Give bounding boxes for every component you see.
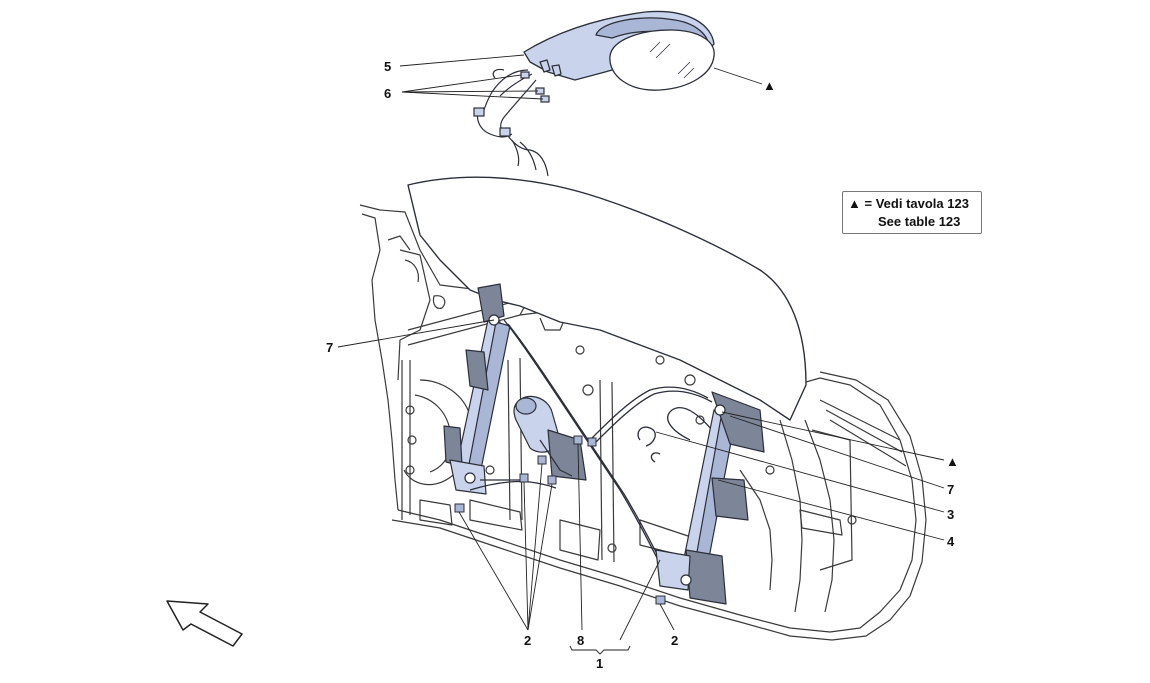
- front-window-regulator: [443, 283, 529, 495]
- triangle-icon: ▲: [848, 196, 861, 211]
- callout-8: 8: [577, 633, 584, 648]
- mirror-assembly: [523, 10, 715, 91]
- callout-labels: 5 6 ▲ 7 ▲ 7 3 4 2 8 2 1: [326, 59, 959, 671]
- triangle-reference-right: ▲: [946, 454, 959, 469]
- legend-equals: =: [864, 196, 873, 211]
- callout-2-right: 2: [671, 633, 678, 648]
- legend-line-2: See table 123: [878, 214, 960, 229]
- callout-4: 4: [947, 534, 955, 549]
- callout-2-left: 2: [524, 633, 531, 648]
- callout-1: 1: [596, 656, 603, 671]
- legend-line-1: ▲ = Vedi tavola 123: [848, 196, 969, 211]
- callout-7-right: 7: [947, 482, 954, 497]
- callout-3: 3: [947, 507, 954, 522]
- leader-lines: [337, 54, 945, 655]
- legend-box: ▲ = Vedi tavola 123 See table 123: [842, 191, 982, 234]
- callout-6: 6: [384, 86, 391, 101]
- triangle-reference-mirror: ▲: [763, 78, 776, 93]
- window-glass: [407, 176, 807, 421]
- mirror-wiring-harness: [473, 68, 550, 177]
- callout-7-left: 7: [326, 340, 333, 355]
- door-frame: [359, 204, 927, 641]
- callout-5: 5: [384, 59, 391, 74]
- legend-italian-text: Vedi tavola 123: [875, 196, 969, 211]
- outline-arrow-icon: [166, 600, 243, 647]
- rear-window-regulator: [655, 391, 765, 605]
- legend-english-text: See table 123: [878, 214, 961, 229]
- screws: [454, 435, 666, 605]
